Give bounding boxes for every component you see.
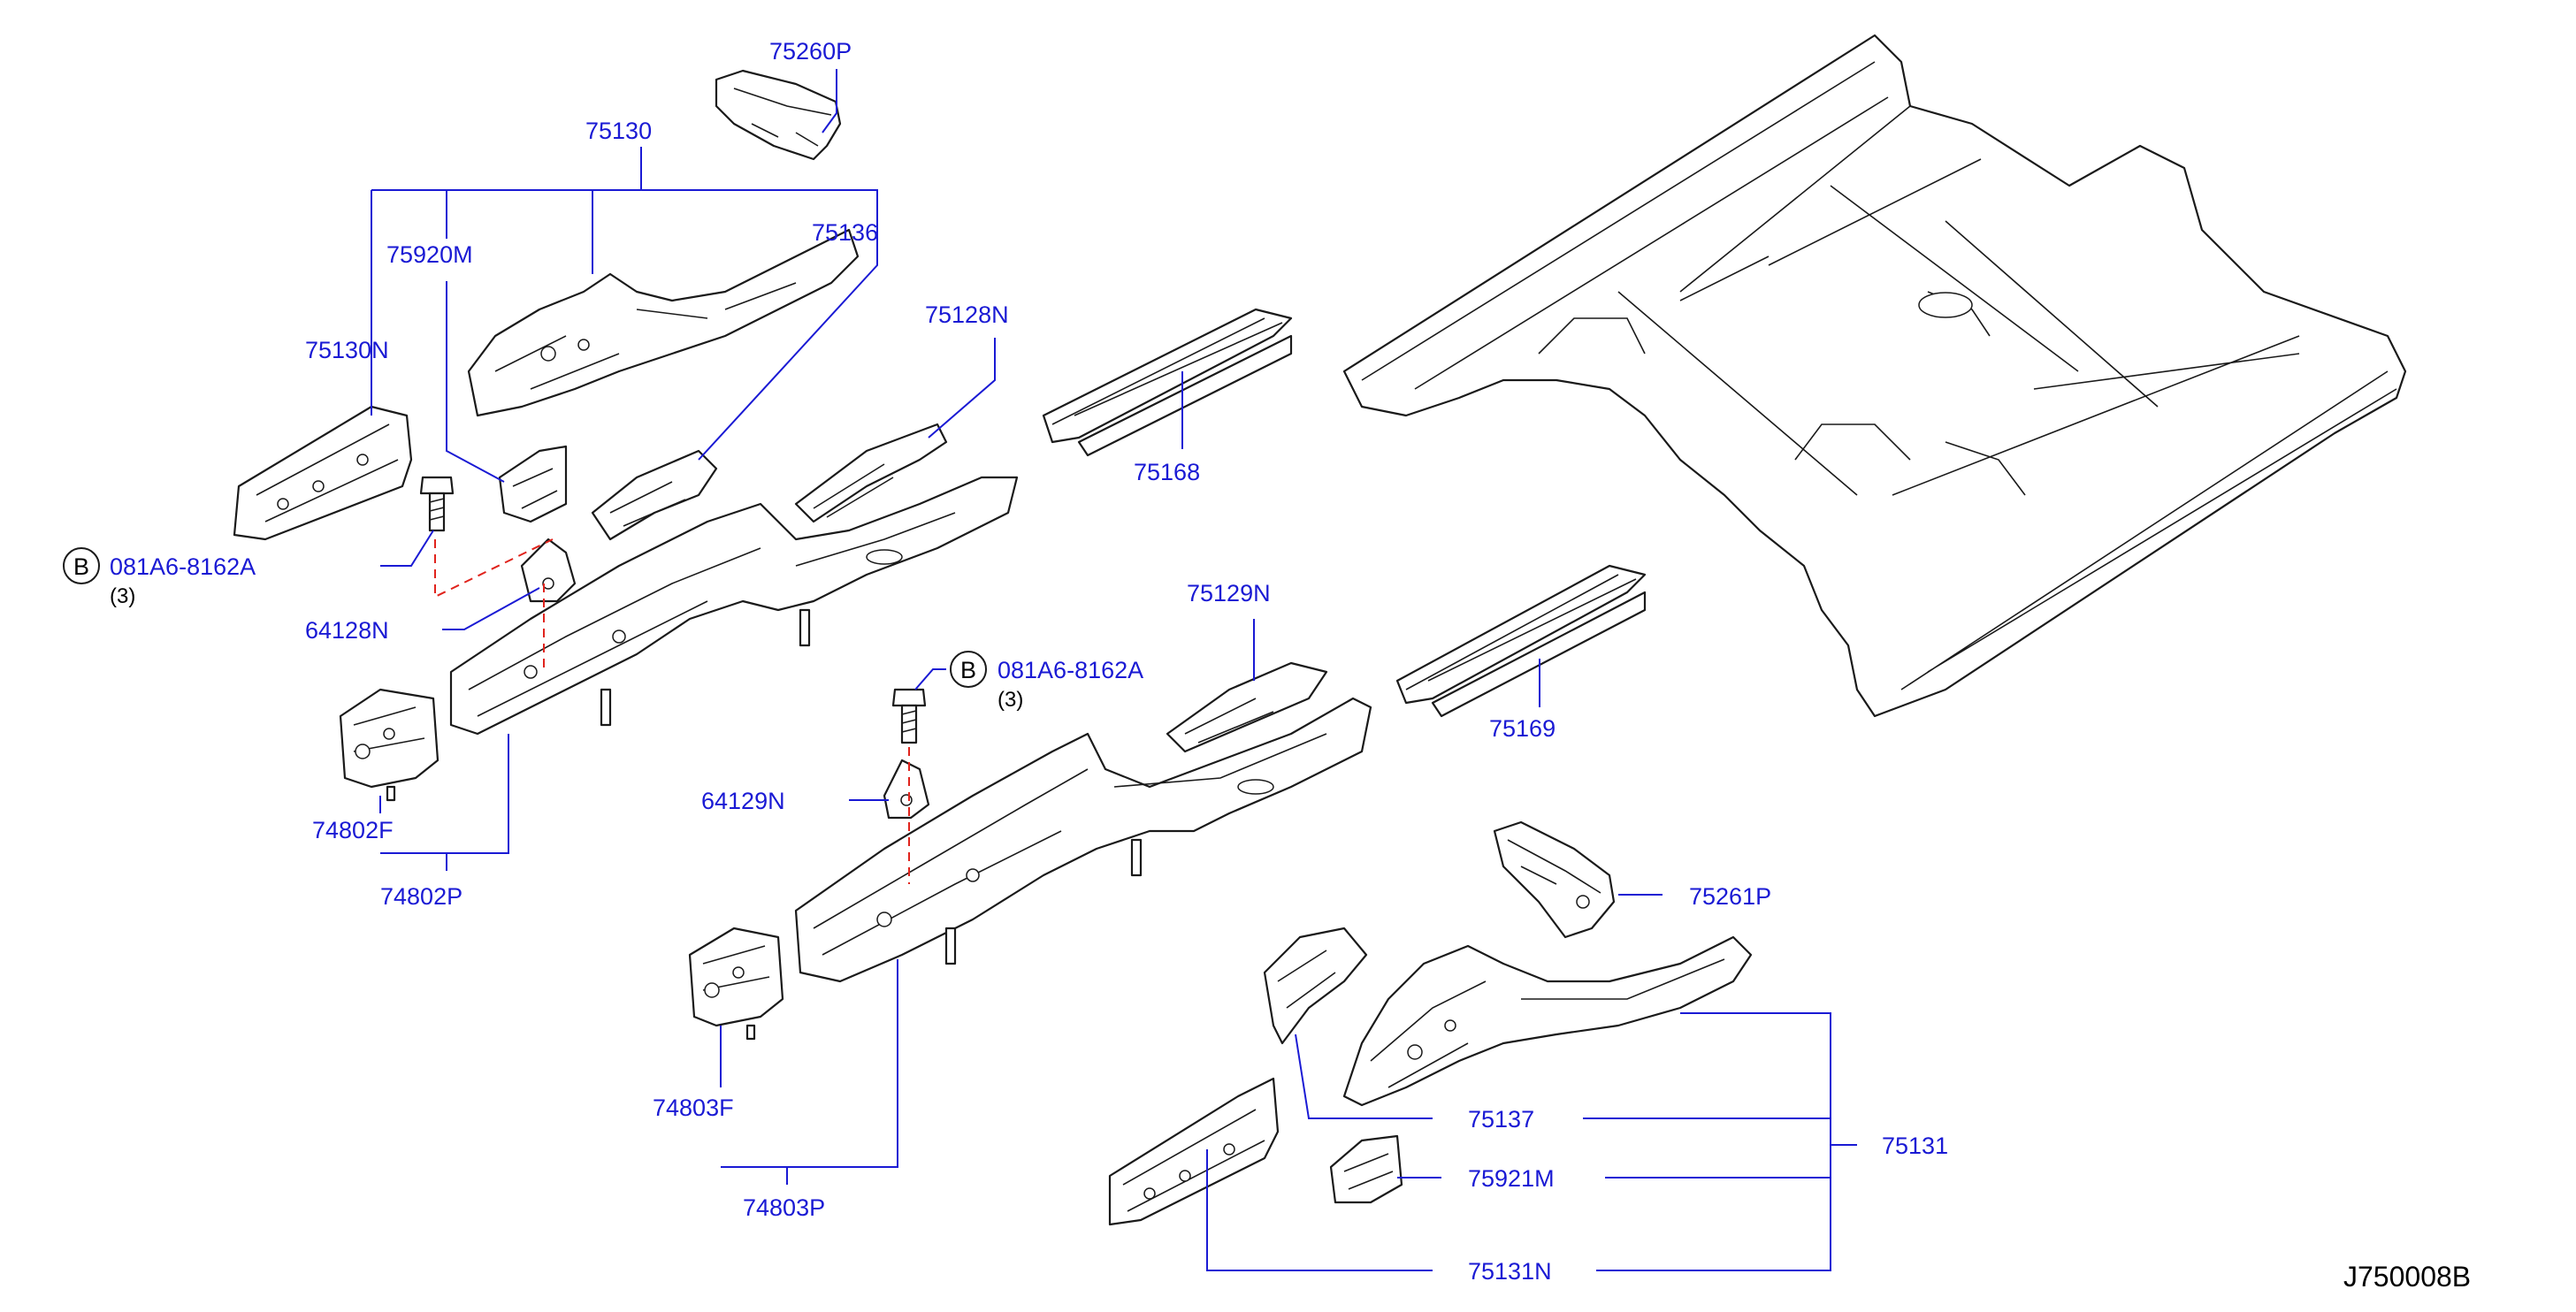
bolt-mid-drawing <box>891 688 927 744</box>
bracket-75260P-drawing <box>715 69 842 161</box>
callout-b-mid-letter: B <box>960 657 976 683</box>
label-74803P: 74803P <box>743 1194 825 1221</box>
label-bolt-mid: 081A6-8162A <box>998 657 1143 683</box>
side-member-lower-drawing <box>794 697 1372 983</box>
label-75131N: 75131N <box>1468 1258 1552 1285</box>
label-75130N: 75130N <box>305 337 389 363</box>
sill-75168-drawing <box>1042 308 1293 457</box>
callout-b-top-letter: B <box>73 553 89 580</box>
bracket-75920M-drawing <box>498 445 568 523</box>
label-75128N: 75128N <box>925 301 1009 328</box>
label-75130: 75130 <box>585 118 652 144</box>
label-75131: 75131 <box>1882 1133 1948 1159</box>
extension-75128N-drawing <box>794 423 948 523</box>
sill-75169-drawing <box>1395 564 1647 718</box>
label-bolt-mid-qty: (3) <box>998 688 1023 712</box>
panel-75130N-drawing <box>233 405 413 541</box>
floor-pan-drawing <box>1342 34 2407 718</box>
label-75168: 75168 <box>1134 459 1200 485</box>
label-74803F: 74803F <box>653 1095 734 1121</box>
panel-75131N-drawing <box>1108 1077 1280 1226</box>
label-75136: 75136 <box>812 219 878 246</box>
label-64129N: 64129N <box>701 788 785 814</box>
bracket-75261P-drawing <box>1493 820 1616 939</box>
leader-lines <box>371 69 1857 1271</box>
callout-b-mid: B <box>950 651 987 688</box>
bracket-64129N-drawing <box>883 759 930 820</box>
fastener-guide-lines <box>434 538 910 884</box>
diagram-code: J750008B <box>2343 1261 2471 1293</box>
label-75129N: 75129N <box>1187 580 1271 606</box>
bracket-75136-drawing <box>591 449 718 541</box>
label-64128N: 64128N <box>305 617 389 644</box>
label-75260P: 75260P <box>769 38 852 65</box>
label-bolt-top: 081A6-8162A <box>110 553 256 580</box>
label-75261P: 75261P <box>1689 883 1771 910</box>
bolt-top-drawing <box>419 476 455 532</box>
label-74802P: 74802P <box>380 883 462 910</box>
extension-75129N-drawing <box>1166 661 1328 753</box>
label-bolt-top-qty: (3) <box>110 584 135 608</box>
rail-75130-drawing <box>467 228 860 417</box>
callout-b-top: B <box>63 547 100 584</box>
bracket-64128N-drawing <box>520 538 577 603</box>
label-75920M: 75920M <box>386 241 473 268</box>
bracket-74803F-drawing <box>688 927 784 1041</box>
label-75137: 75137 <box>1468 1106 1534 1133</box>
label-74802F: 74802F <box>312 817 394 843</box>
bracket-74802F-drawing <box>339 688 440 802</box>
label-75921M: 75921M <box>1468 1165 1555 1192</box>
bracket-75921M-drawing <box>1329 1134 1403 1204</box>
rail-75131-drawing <box>1342 935 1753 1107</box>
label-75169: 75169 <box>1489 715 1556 742</box>
side-member-upper-drawing <box>449 476 1019 736</box>
bracket-75137-drawing <box>1263 927 1368 1045</box>
